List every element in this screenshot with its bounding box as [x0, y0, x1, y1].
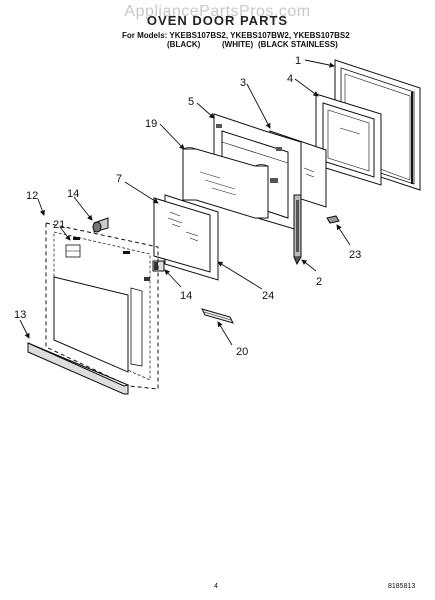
callout-21: 21 — [53, 219, 65, 231]
page-number: 4 — [214, 583, 218, 590]
callout-19: 19 — [145, 118, 157, 130]
color-label-black: (BLACK) — [167, 40, 201, 49]
document-number: 8185813 — [388, 583, 416, 590]
models-line: For Models: YKEBS107BS2, YKEBS107BW2, YK… — [122, 31, 350, 40]
callout-23: 23 — [349, 249, 361, 261]
part-14-bracket-top — [92, 217, 109, 233]
part-23-clip — [326, 215, 340, 224]
color-label-white: (WHITE) — [222, 40, 254, 49]
callout-7: 7 — [116, 173, 122, 185]
callout-13: 13 — [14, 309, 26, 321]
part-20-handle — [201, 308, 234, 324]
part-12-outer-door — [45, 222, 159, 390]
part-4-door-frame — [315, 93, 382, 186]
part-2-hinge — [293, 194, 302, 266]
callout-2: 2 — [316, 276, 322, 288]
callout-5: 5 — [188, 96, 194, 108]
callout-12: 12 — [26, 190, 38, 202]
callout-24: 24 — [262, 290, 274, 302]
callout-3: 3 — [240, 77, 246, 89]
color-label-black-stainless: (BLACK STAINLESS) — [258, 40, 338, 49]
leader-lines — [19, 59, 351, 346]
callout-14-bottom: 14 — [180, 290, 192, 302]
callout-labels: 1 4 3 5 19 7 12 14 21 13 14 24 20 2 23 — [14, 55, 361, 358]
callout-20: 20 — [236, 346, 248, 358]
callout-4: 4 — [287, 73, 293, 85]
callout-1: 1 — [295, 55, 301, 67]
part-19-insulation — [182, 147, 269, 219]
part-13-bottom-trim — [27, 342, 130, 395]
callout-14-top: 14 — [67, 188, 79, 200]
part-24-glass-panel — [153, 194, 219, 281]
diagram-title: OVEN DOOR PARTS — [146, 13, 289, 28]
watermark: AppliancePartsPros.com — [124, 3, 311, 20]
